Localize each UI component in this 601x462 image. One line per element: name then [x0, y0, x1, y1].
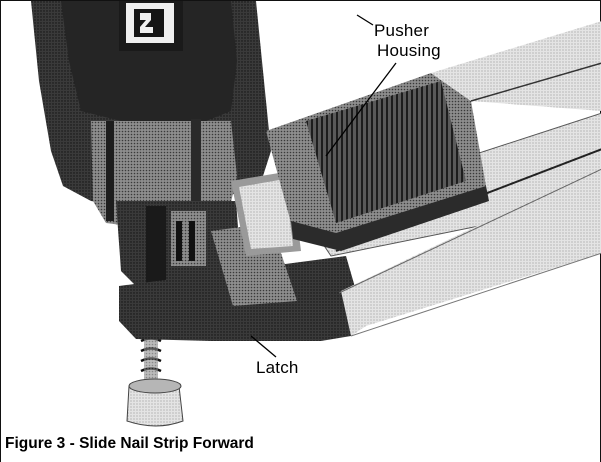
nosepiece — [116, 201, 241, 427]
pusher-housing-label-line1: Pusher — [374, 21, 430, 40]
nailer-photo — [31, 1, 601, 427]
pusher-housing — [266, 21, 601, 251]
figure-caption: Figure 3 - Slide Nail Strip Forward — [5, 435, 254, 452]
latch-leader-line — [250, 335, 277, 358]
tool-body — [31, 1, 271, 229]
latch-block — [119, 171, 359, 341]
pusher-housing-callout: Pusher Housing — [374, 21, 441, 61]
pusher-leader-line-2 — [325, 62, 397, 157]
pusher-leader-line — [356, 14, 374, 26]
latch-callout: Latch — [256, 358, 299, 377]
pusher-housing-label-line2: Housing — [377, 41, 441, 60]
